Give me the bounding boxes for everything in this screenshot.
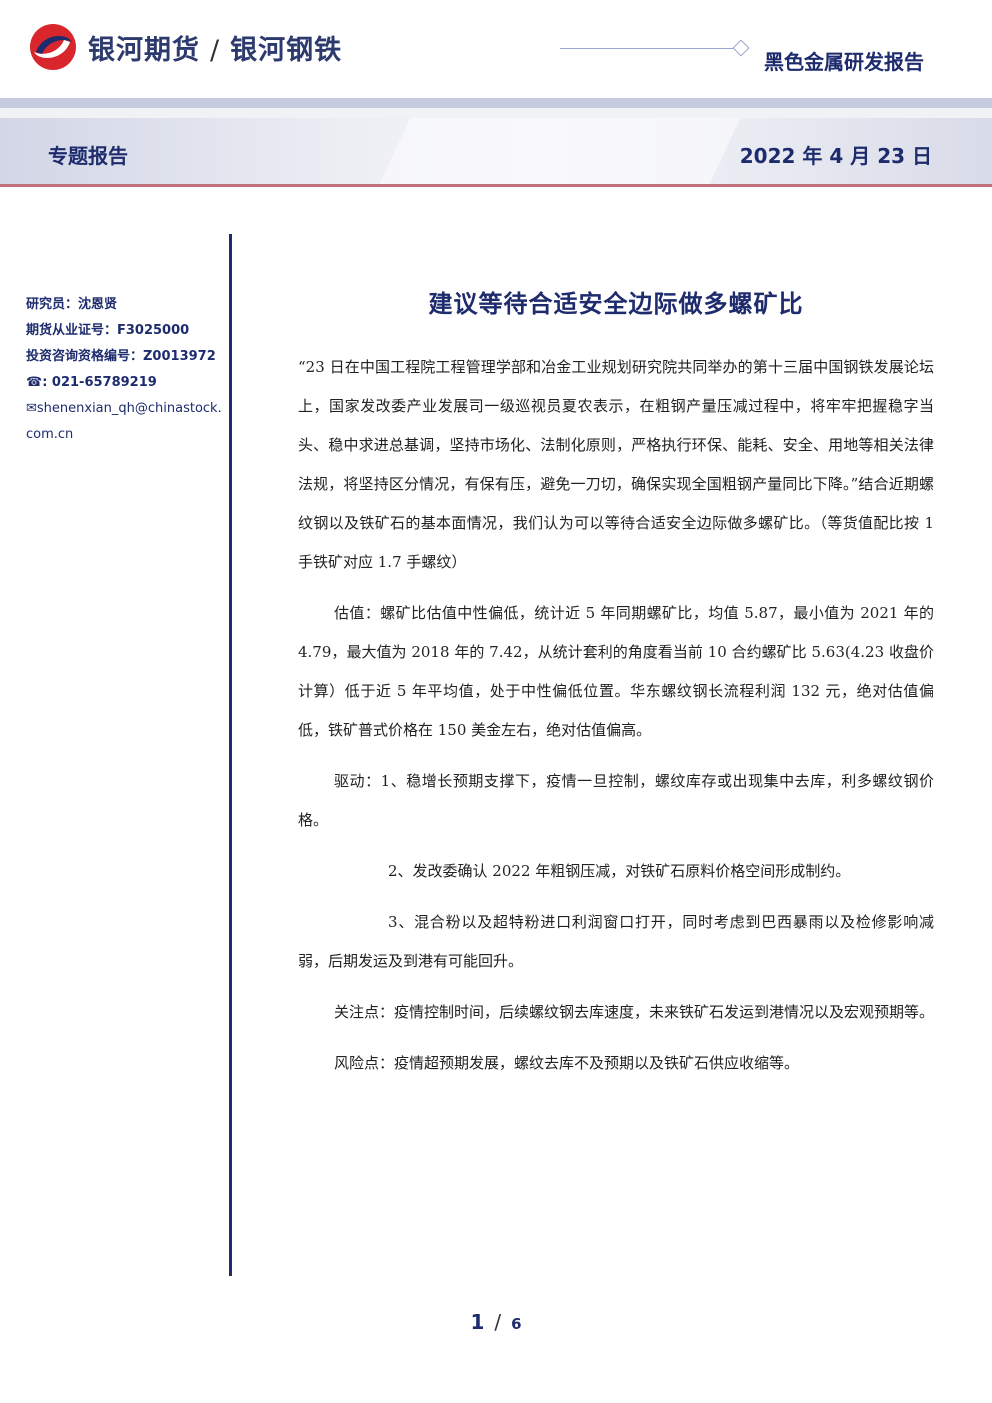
- email-address[interactable]: ✉shenenxian_qh@chinastock.com.cn: [26, 401, 222, 442]
- consult-license-number: 投资咨询资格编号：Z0013972: [26, 349, 216, 364]
- paragraph-driver-1: 驱动：1、稳增长预期支撑下，疫情一旦控制，螺纹库存或出现集中去库，利多螺纹钢价格…: [298, 772, 934, 829]
- total-pages: 6: [511, 1315, 522, 1333]
- brand-slash: /: [210, 35, 221, 66]
- license-number: 期货从业证号：F3025000: [26, 323, 190, 338]
- report-type: 黑色金属研发报告: [764, 50, 924, 74]
- brand-name: 银河期货 / 银河钢铁: [88, 28, 342, 67]
- brand-sub: 银河钢铁: [230, 35, 343, 66]
- banner-decor-shape: [349, 118, 741, 184]
- paragraph-focus: 关注点：疫情控制时间，后续螺纹钢去库速度，未来铁矿石发运到港情况以及宏观预期等。: [334, 1003, 935, 1021]
- paragraph-risk: 风险点：疫情超预期发展，螺纹去库不及预期以及铁矿石供应收缩等。: [334, 1054, 800, 1072]
- header-band-thin: [0, 98, 992, 108]
- researcher-name: 研究员：沈恩贤: [26, 297, 118, 312]
- author-sidebar: 研究员：沈恩贤 期货从业证号：F3025000 投资咨询资格编号：Z001397…: [26, 292, 222, 448]
- galaxy-logo-icon: [30, 24, 76, 70]
- page-number: 1 / 6: [0, 1310, 992, 1334]
- paragraph-valuation: 估值：螺矿比估值中性偏低，统计近 5 年同期螺矿比，均值 5.87，最小值为 2…: [298, 604, 934, 739]
- article-body: 建议等待合适安全边际做多螺矿比 “23 日在中国工程院工程管理学部和冶金工业规划…: [298, 284, 934, 1095]
- paragraph-driver-2: 2、发改委确认 2022 年粗钢压减，对铁矿石原料价格空间形成制约。: [388, 862, 851, 880]
- vertical-divider: [229, 234, 232, 1276]
- paragraph-intro: “23 日在中国工程院工程管理学部和冶金工业规划研究院共同举办的第十三届中国钢铁…: [298, 358, 934, 571]
- section-banner: 专题报告 2022 年 4 月 23 日: [0, 118, 992, 187]
- page-header: 银河期货 / 银河钢铁 黑色金属研发报告: [0, 0, 992, 98]
- article-title: 建议等待合适安全边际做多螺矿比: [428, 290, 804, 318]
- paragraph-driver-3: 3、混合粉以及超特粉进口利润窗口打开，同时考虑到巴西暴雨以及检修影响减弱，后期发…: [298, 913, 934, 970]
- diamond-icon: [732, 39, 750, 57]
- brand-main: 银河期货: [88, 35, 200, 66]
- header-band-gap: [0, 108, 992, 118]
- page-separator: /: [494, 1310, 502, 1334]
- phone-number: ☎: 021-65789219: [26, 375, 157, 390]
- header-decor-line: [560, 48, 735, 49]
- report-date: 2022 年 4 月 23 日: [739, 144, 932, 168]
- section-label: 专题报告: [48, 144, 128, 168]
- current-page: 1: [470, 1310, 485, 1334]
